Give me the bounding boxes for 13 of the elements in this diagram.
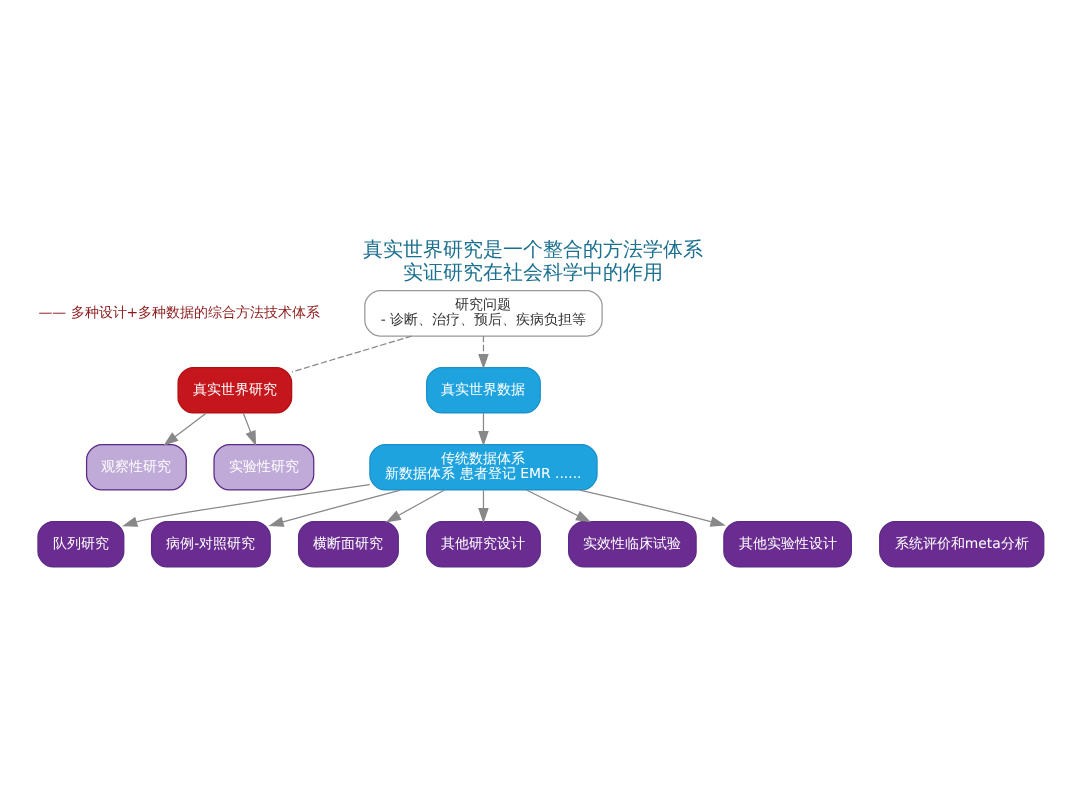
arrow <box>579 488 726 526</box>
arrow <box>242 411 257 446</box>
arrow <box>163 411 207 445</box>
arrow <box>478 334 489 369</box>
arrow <box>525 488 592 522</box>
arrow <box>385 488 446 522</box>
arrow <box>478 488 489 523</box>
connector <box>291 334 413 372</box>
diagram-title: 真实世界研究是一个整合的方法学体系 <box>363 239 703 262</box>
arrow <box>122 483 371 526</box>
caption: 实证研究在社会科学中的作用 <box>403 261 663 284</box>
arrow <box>268 488 401 526</box>
arrow <box>478 411 489 446</box>
